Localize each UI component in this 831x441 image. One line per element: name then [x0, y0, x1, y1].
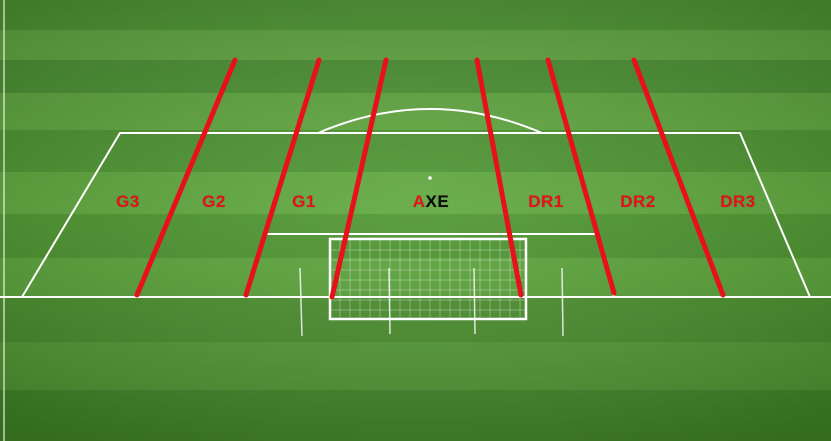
- zone-divider-2: [243, 57, 322, 298]
- guide-lines: [299, 267, 564, 337]
- penalty-spot: [428, 176, 432, 180]
- penalty-box: [21, 132, 811, 298]
- zone-label-dr1: DR1: [528, 192, 564, 211]
- axe-label-rest: XE: [425, 192, 450, 211]
- zone-divider-6: [631, 57, 726, 298]
- penalty-arc: [317, 108, 543, 134]
- zone-label-dr2: DR2: [620, 192, 656, 211]
- zone-label-axe: AXE: [413, 192, 449, 212]
- goal-net: [331, 240, 525, 318]
- zone-divider-5: [545, 57, 617, 296]
- zone-divider-4: [474, 57, 524, 298]
- zone-label-dr3: DR3: [720, 192, 756, 211]
- zone-dividers: [134, 57, 726, 300]
- goal-frame: [328, 237, 528, 321]
- zone-label-g3: G3: [116, 192, 140, 211]
- zone-divider-1: [134, 57, 238, 298]
- axe-label-first-letter: A: [412, 192, 426, 211]
- zone-label-g2: G2: [202, 192, 226, 211]
- zone-divider-3: [329, 57, 389, 300]
- zone-label-g1: G1: [292, 192, 316, 211]
